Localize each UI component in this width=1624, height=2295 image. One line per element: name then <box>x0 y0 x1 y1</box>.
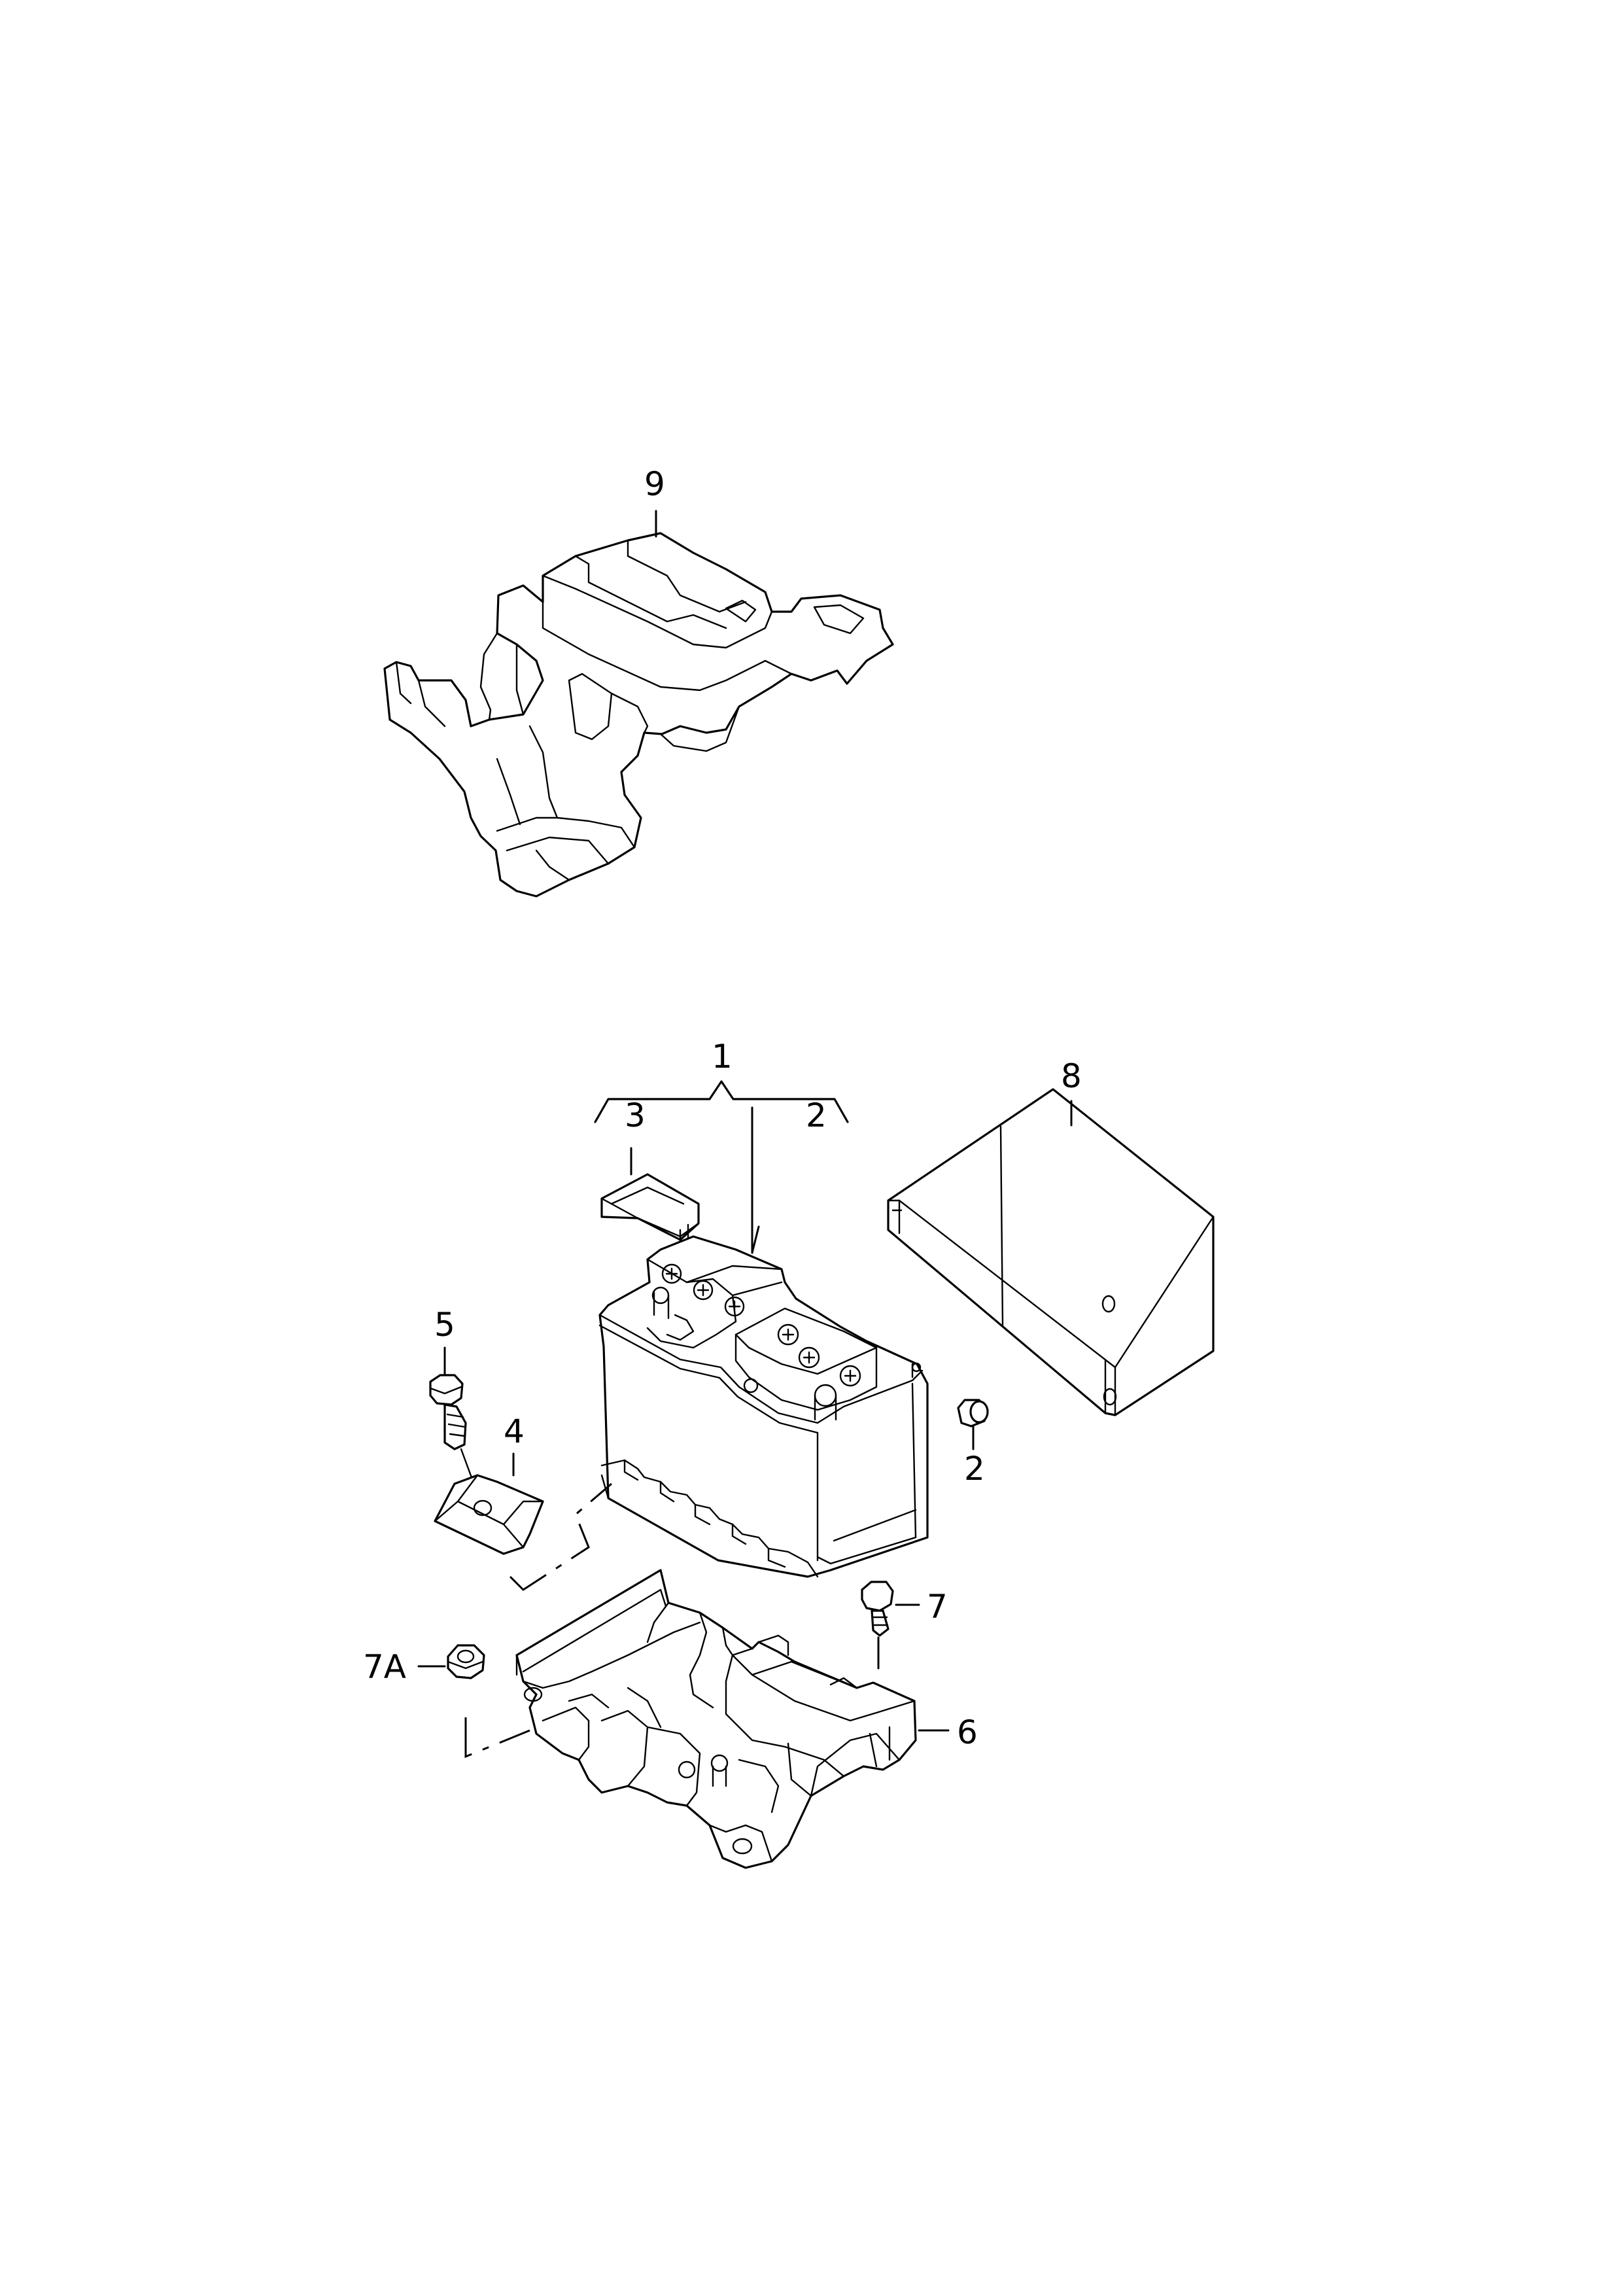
callout-7: 7 <box>927 1588 948 1626</box>
callout-4: 4 <box>504 1412 525 1450</box>
part-3-terminal-cover <box>600 1147 700 1254</box>
callout-3: 3 <box>625 1096 646 1134</box>
callout-2-top: 2 <box>806 1096 827 1134</box>
callout-5: 5 <box>434 1306 455 1344</box>
callout-8: 8 <box>1061 1057 1082 1095</box>
part-1-battery <box>598 1235 929 1578</box>
callout-1: 1 <box>712 1038 733 1076</box>
part-8-insulation-box <box>887 1088 1215 1416</box>
part-4-clamp-plate <box>434 1452 544 1555</box>
callout-9: 9 <box>644 465 665 503</box>
part-2-vent-plug <box>957 1399 989 1450</box>
part-6-battery-tray <box>515 1569 950 1869</box>
callout-7a: 7A <box>363 1648 406 1686</box>
connector-nut-tray <box>464 1717 530 1759</box>
part-7a-nut <box>417 1644 485 1679</box>
part-7-bolt <box>861 1581 920 1670</box>
leader-1 <box>751 1225 760 1254</box>
part-1-bracket <box>594 1080 849 1254</box>
connector-clamp-battery <box>509 1482 612 1591</box>
callout-2-right: 2 <box>964 1450 985 1488</box>
callout-6: 6 <box>957 1713 978 1751</box>
part-9-cover <box>383 532 894 898</box>
